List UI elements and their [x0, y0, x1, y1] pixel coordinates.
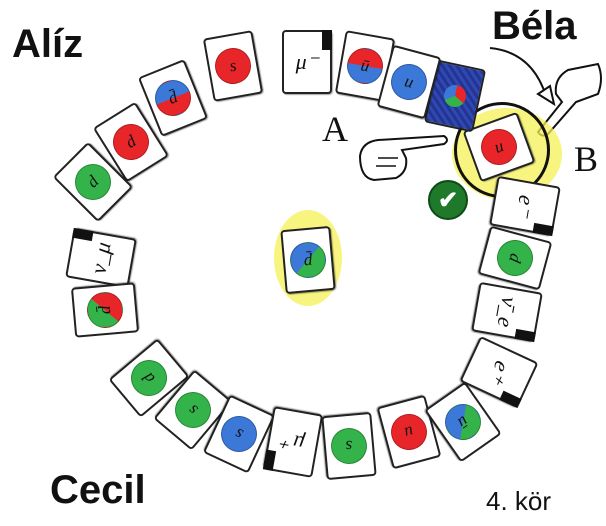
card-anti-d-green-red[interactable]: d̄ [70, 282, 140, 338]
card-muon-neutrino[interactable]: ν_μ [65, 227, 137, 289]
card-s-green-2[interactable]: s [321, 411, 377, 481]
color-wheel-icon [441, 82, 469, 110]
card-chip: u [386, 409, 432, 455]
card-chip: d [492, 235, 538, 281]
card-text: ν_μ [85, 240, 116, 276]
card-chip: d̄ [85, 290, 125, 330]
card-chip: u [386, 59, 432, 105]
card-chip: s [212, 45, 254, 87]
player-cecil-label: Cecil [50, 468, 146, 512]
card-d-green-right[interactable]: d [477, 225, 553, 291]
card-chip: d̄ [149, 74, 197, 122]
card-chip: d [67, 156, 119, 208]
card-chip: d [106, 117, 156, 167]
curved-arrow-icon [489, 47, 556, 107]
card-text: ν̄_e [492, 294, 523, 330]
card-antimuon[interactable]: μ⁺ [262, 406, 324, 478]
card-chip: s [167, 384, 219, 436]
card-muon[interactable]: μ⁻ [282, 30, 332, 94]
card-text: e⁻ [511, 193, 540, 219]
card-chip: ū [344, 45, 386, 87]
center-card-chip: d̄ [288, 240, 328, 280]
card-text: μ⁻ [295, 49, 319, 74]
card-text: e⁺ [483, 357, 516, 388]
check-icon: ✔ [428, 180, 468, 220]
card-chip: ū [437, 396, 489, 448]
card-s-red[interactable]: s [202, 30, 264, 102]
player-alice-label: Alíz [12, 22, 84, 66]
card-chip: s [329, 426, 369, 466]
card-chip: d [123, 352, 175, 404]
center-card[interactable]: d̄ [280, 225, 336, 295]
selected-card-chip: u [475, 123, 523, 171]
card-electron[interactable]: e⁻ [489, 175, 561, 237]
marker-b: B [574, 139, 599, 179]
card-chip: s [215, 410, 263, 458]
hand-a-pointer-icon [358, 134, 448, 182]
card-electron-antineutrino[interactable]: ν̄_e [471, 281, 543, 343]
marker-a: A [322, 109, 348, 149]
player-bela-label: Béla [492, 4, 577, 48]
round-label: 4. kör [486, 486, 552, 516]
card-text: μ⁺ [279, 428, 307, 457]
